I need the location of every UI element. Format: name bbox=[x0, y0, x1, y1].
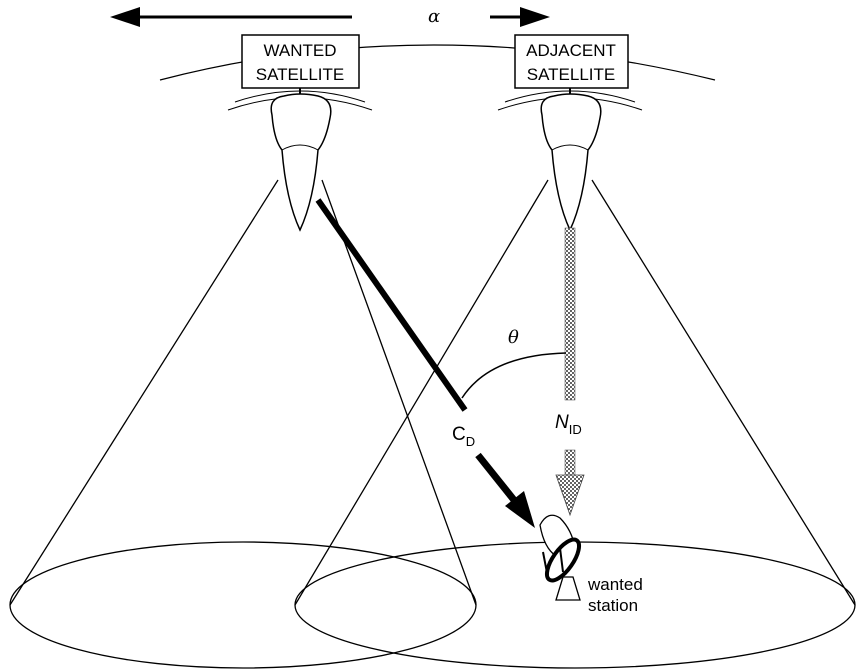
noise-label: NID bbox=[555, 412, 582, 437]
carrier-label-sub: D bbox=[466, 434, 475, 449]
noise-label-main: N bbox=[555, 412, 569, 433]
noise-arrow-head bbox=[555, 474, 585, 517]
adjacent-satellite-box: ADJACENT SATELLITE bbox=[514, 34, 629, 89]
separation-arrows bbox=[110, 7, 550, 27]
right-arrow-head bbox=[520, 7, 550, 27]
wanted-satellite-label-line2: SATELLITE bbox=[256, 65, 345, 84]
wanted-satellite-label-line1: WANTED bbox=[263, 41, 336, 60]
geostationary-orbit-arc bbox=[159, 44, 716, 81]
left-arrow-head bbox=[110, 7, 140, 27]
earth-station-mount bbox=[555, 576, 581, 601]
carrier-arrow-head bbox=[505, 491, 535, 528]
earth-station-icon bbox=[539, 514, 582, 601]
carrier-label-main: C bbox=[452, 424, 466, 445]
wanted-coverage-ellipse bbox=[9, 541, 477, 669]
earth-station-dish bbox=[544, 537, 582, 583]
theta-label: θ bbox=[508, 327, 519, 348]
station-label-line2: station bbox=[588, 596, 638, 615]
adjacent-beam-lobe bbox=[540, 93, 602, 232]
noise-ray bbox=[555, 227, 585, 517]
adjacent-satellite-antenna bbox=[497, 88, 643, 232]
station-label-line1: wanted bbox=[587, 575, 643, 594]
carrier-ray bbox=[315, 198, 535, 528]
adjacent-satellite-label-line2: SATELLITE bbox=[527, 65, 616, 84]
alpha-label: α bbox=[428, 6, 440, 27]
adjacent-beam-cone bbox=[294, 179, 856, 606]
theta-angle-arc bbox=[461, 352, 567, 399]
wanted-satellite-antenna bbox=[227, 88, 373, 232]
carrier-label: CD bbox=[452, 424, 475, 449]
noise-label-sub: ID bbox=[569, 422, 582, 437]
wanted-beam-cone bbox=[9, 179, 477, 606]
adjacent-satellite-label-line1: ADJACENT bbox=[526, 41, 616, 60]
wanted-satellite-box: WANTED SATELLITE bbox=[241, 34, 360, 89]
wanted-beam-lobe bbox=[270, 93, 332, 232]
